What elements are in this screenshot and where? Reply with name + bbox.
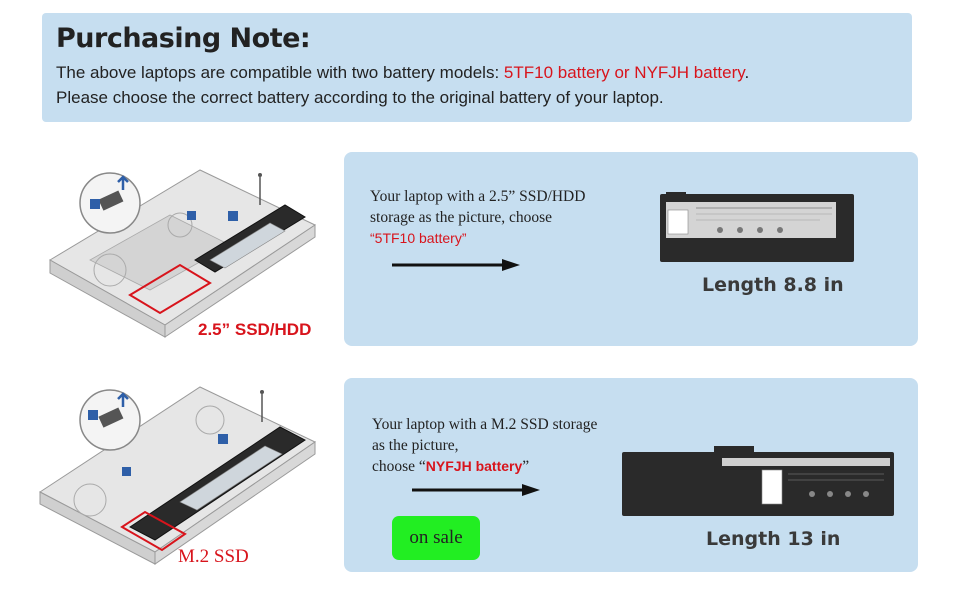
- option-panel-nyfjh: Your laptop with a M.2 SSD storage as th…: [344, 378, 918, 572]
- note-line1-prefix: The above laptops are compatible with tw…: [56, 63, 504, 82]
- diagram-label-ssd-hdd: 2.5” SSD/HDD: [198, 320, 312, 339]
- quote-open: “: [370, 230, 375, 246]
- note-line-compatibility: The above laptops are compatible with tw…: [56, 63, 749, 83]
- laptop-illustration-2: [39, 386, 316, 565]
- purchasing-note-banner: Purchasing Note: The above laptops are c…: [42, 13, 912, 122]
- note-line-instruction: Please choose the correct battery accord…: [56, 88, 664, 107]
- option2-text-line3: choose “NYFJH battery”: [372, 456, 597, 477]
- quote-close: ”: [461, 230, 467, 246]
- laptop-illustration-1: [49, 169, 317, 338]
- option2-description: Your laptop with a M.2 SSD storage as th…: [372, 414, 597, 477]
- diagram-label-m2-ssd: M.2 SSD: [178, 546, 249, 567]
- option2-choose-text: choose “: [372, 458, 426, 475]
- battery-5tf10-image: [660, 192, 854, 262]
- arrow-right-icon: [412, 484, 540, 496]
- note-title: Purchasing Note:: [56, 23, 311, 54]
- note-line1-suffix: .: [744, 63, 750, 82]
- battery-length-5tf10: Length 8.8 in: [702, 274, 844, 296]
- laptop-diagram-ssd-hdd: 2.5” SSD/HDD: [30, 165, 320, 340]
- option-panel-5tf10: Your laptop with a 2.5” SSD/HDD storage …: [344, 152, 918, 346]
- option2-text-line1: Your laptop with a M.2 SSD storage: [372, 416, 598, 433]
- option1-text-line3: “5TF10 battery”: [370, 228, 585, 249]
- battery-model-5tf10: 5TF10 battery: [374, 230, 462, 246]
- option1-text-line1: Your laptop with a 2.5” SSD/HDD: [370, 188, 586, 205]
- option1-text-line2: storage as the picture, choose: [370, 209, 553, 226]
- battery-nyfjh-image: [622, 446, 894, 516]
- battery-length-nyfjh: Length 13 in: [706, 528, 841, 550]
- laptop-diagram-m2-ssd: M.2 SSD: [30, 382, 320, 567]
- on-sale-badge: on sale: [392, 516, 480, 560]
- option1-description: Your laptop with a 2.5” SSD/HDD storage …: [370, 186, 585, 249]
- note-battery-models: 5TF10 battery or NYFJH battery: [503, 63, 745, 82]
- arrow-right-icon: [392, 259, 520, 271]
- battery-model-nyfjh: NYFJH battery: [425, 458, 523, 474]
- quote-close-2: ”: [522, 458, 530, 475]
- option2-text-line2: as the picture,: [372, 437, 459, 454]
